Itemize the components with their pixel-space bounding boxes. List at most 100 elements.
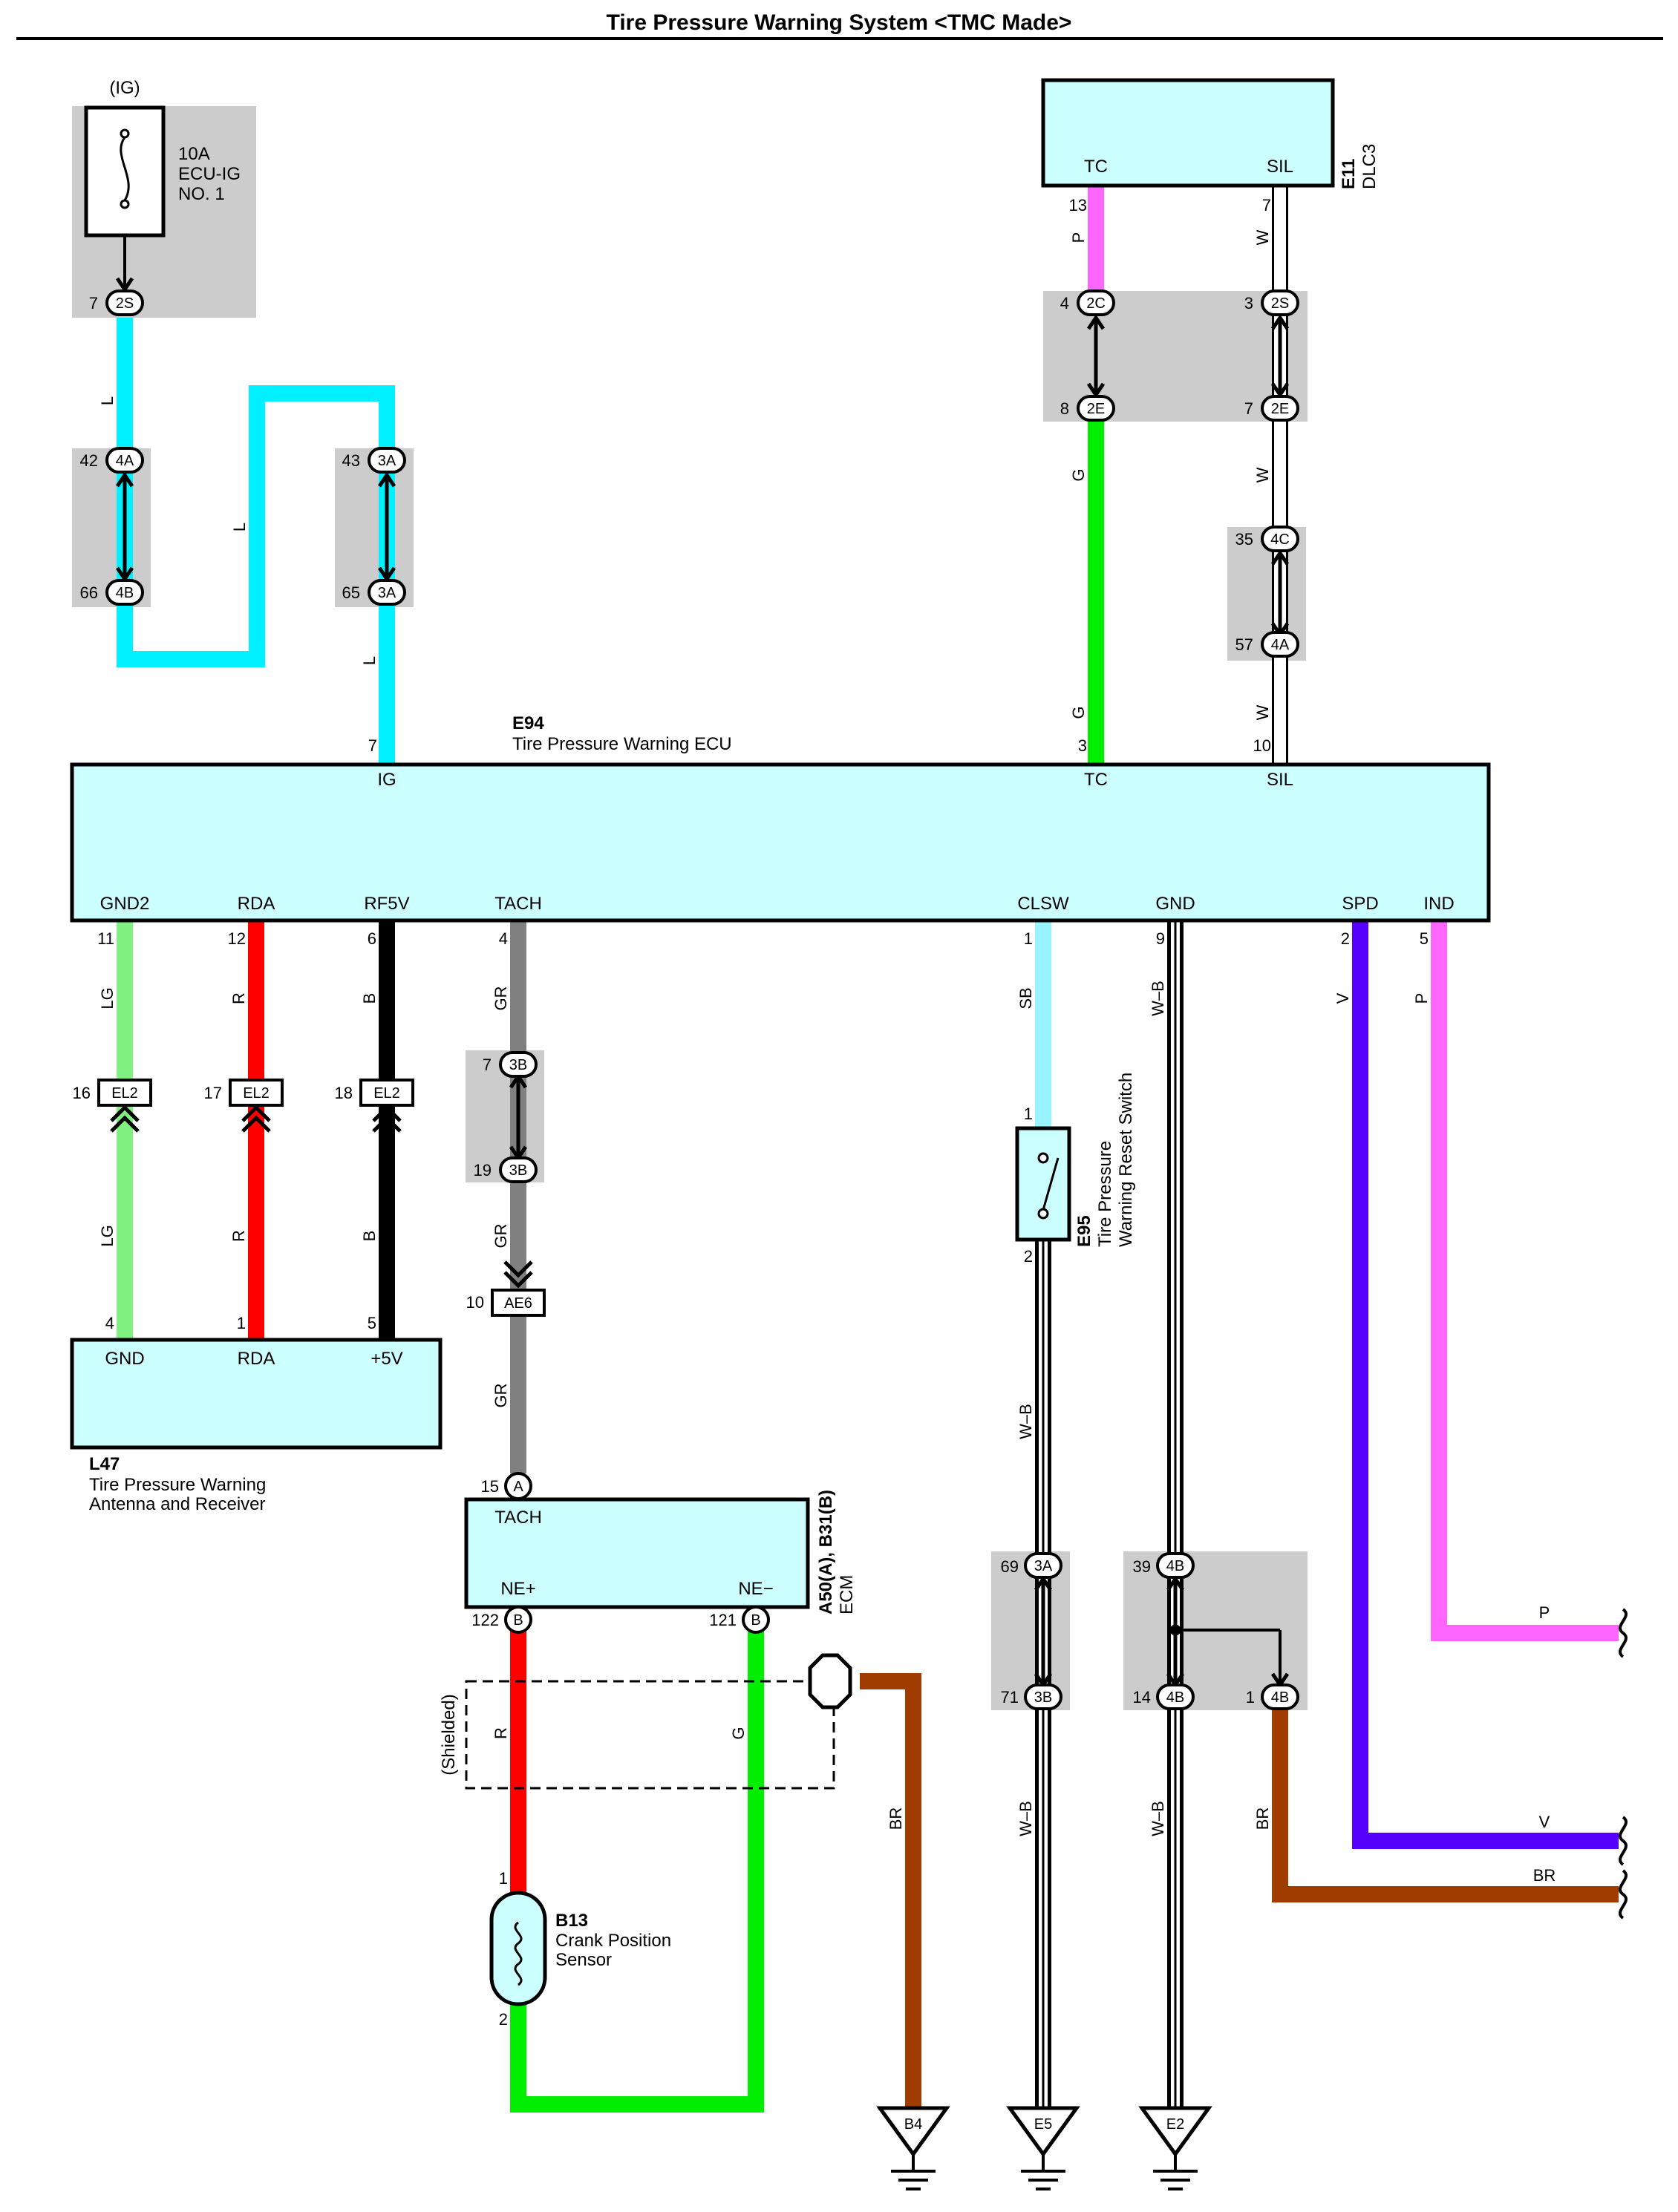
svg-text:P: P [1069, 232, 1088, 243]
svg-text:W–B: W–B [1016, 1404, 1035, 1439]
ecu-pin-gnd2: GND2 [100, 894, 150, 914]
svg-text:W–B: W–B [1149, 981, 1167, 1016]
svg-text:3A: 3A [1034, 1558, 1053, 1574]
svg-text:11: 11 [97, 929, 114, 948]
switch-name1: Tire Pressure [1095, 1141, 1115, 1247]
jc-3a-3a [335, 448, 414, 607]
receiver-pin-gnd: GND [105, 1349, 144, 1369]
svg-text:3B: 3B [1034, 1689, 1052, 1706]
fuse-rating: 10A [178, 144, 210, 164]
svg-text:4A: 4A [116, 453, 134, 469]
svg-text:7: 7 [1262, 196, 1271, 215]
svg-text:17: 17 [204, 1084, 222, 1102]
svg-text:1: 1 [237, 1314, 246, 1332]
svg-text:3B: 3B [509, 1057, 527, 1073]
fuse-name: ECU-IG [178, 164, 241, 184]
ecu: E94 Tire Pressure Warning ECU IG TC SIL … [70, 713, 1491, 923]
svg-text:3A: 3A [378, 453, 396, 469]
sensor-id: B13 [555, 1911, 588, 1931]
svg-text:10: 10 [466, 1293, 484, 1312]
receiver-name2: Antenna and Receiver [89, 1494, 266, 1514]
conn-4b-1: 4B [1261, 1683, 1299, 1710]
svg-text:4C: 4C [1270, 531, 1290, 548]
switch-id: E95 [1074, 1215, 1094, 1247]
svg-text:65: 65 [342, 583, 360, 602]
sensor-name1: Crank Position [555, 1931, 671, 1951]
ecu-pin-ig: IG [377, 770, 396, 790]
svg-text:A: A [513, 1479, 523, 1495]
conn-el2-16: EL2 [97, 1079, 152, 1107]
svg-text:L: L [360, 656, 379, 665]
switch-name2: Warning Reset Switch [1116, 1073, 1136, 1247]
conn-ae6-10: AE6 [491, 1289, 546, 1317]
svg-text:4B: 4B [1166, 1689, 1184, 1706]
svg-text:4: 4 [105, 1314, 114, 1332]
svg-text:7: 7 [483, 1056, 492, 1074]
svg-text:2S: 2S [116, 295, 134, 312]
svg-text:16: 16 [73, 1084, 91, 1102]
ecu-id: E94 [512, 713, 544, 733]
dlc-pin-tc: TC [1084, 157, 1108, 177]
ecu-pin-rda: RDA [238, 894, 275, 914]
svg-text:35: 35 [1235, 530, 1253, 549]
svg-text:1: 1 [1246, 1688, 1255, 1707]
svg-text:GR: GR [492, 986, 510, 1011]
conn-4c-35: 4C [1261, 526, 1299, 552]
svg-text:1: 1 [1024, 1105, 1033, 1123]
conn-3b-71: 3B [1024, 1683, 1062, 1710]
svg-text:3: 3 [1078, 736, 1087, 755]
ecu-pin-rf5v: RF5V [364, 894, 409, 914]
conn-2e-7: 2E [1261, 395, 1299, 422]
conn-b-121: B [742, 1606, 770, 1634]
svg-text:66: 66 [80, 583, 98, 602]
svg-text:2E: 2E [1271, 401, 1289, 417]
svg-text:L: L [98, 396, 117, 405]
junction-arrows [110, 277, 1290, 1689]
svg-text:4A: 4A [1271, 637, 1290, 653]
svg-text:E2: E2 [1166, 2116, 1184, 2133]
dlc-id: E11 [1339, 159, 1359, 189]
svg-text:3: 3 [1244, 294, 1253, 313]
reset-switch: E95 Tire Pressure Warning Reset Switch [1015, 1073, 1136, 1247]
conn-a-15: A [504, 1472, 532, 1500]
svg-text:G: G [1069, 468, 1088, 481]
conn-4b-66: 4B [105, 579, 144, 606]
ecu-pin-spd: SPD [1342, 894, 1378, 914]
svg-text:39: 39 [1133, 1557, 1151, 1576]
receiver-id: L47 [89, 1454, 120, 1474]
conn-4b-39: 4B [1156, 1552, 1195, 1579]
svg-text:15: 15 [481, 1477, 499, 1496]
ecu-pin-tc: TC [1084, 770, 1108, 790]
jc-3a-3b [991, 1551, 1070, 1710]
receiver: GND RDA +5V L47 Tire Pressure Warning An… [70, 1338, 443, 1514]
pin-numbers: 7 42 66 43 65 7 13 7 4 8 3 7 35 57 3 10 … [73, 196, 1429, 2029]
svg-text:1: 1 [499, 1869, 508, 1888]
jc-4a-4b [72, 448, 151, 607]
svg-text:7: 7 [1244, 399, 1253, 418]
svg-text:5: 5 [368, 1314, 376, 1332]
svg-text:G: G [1069, 706, 1088, 719]
wires [117, 186, 1619, 2113]
ecu-pin-gnd: GND [1155, 894, 1195, 914]
ecu-pin-sil: SIL [1267, 770, 1293, 790]
svg-text:7: 7 [89, 294, 98, 313]
wire-br-1 [1272, 1710, 1619, 1902]
svg-text:W: W [1253, 229, 1272, 245]
svg-text:1: 1 [1024, 929, 1033, 948]
conn-3a-69: 3A [1024, 1552, 1062, 1579]
conn-2s-3: 2S [1261, 289, 1299, 316]
svg-text:121: 121 [709, 1611, 737, 1629]
svg-text:10: 10 [1253, 736, 1271, 755]
svg-text:G: G [729, 1727, 748, 1739]
svg-text:2: 2 [499, 2010, 508, 2029]
svg-text:B: B [360, 1231, 379, 1242]
conn-3a-43: 3A [368, 447, 406, 474]
dlc-pin-sil: SIL [1267, 157, 1293, 177]
svg-text:P: P [1539, 1603, 1550, 1622]
diagram-title: Tire Pressure Warning System <TMC Made> [607, 10, 1072, 35]
svg-text:42: 42 [80, 451, 98, 470]
connector-ovals: 2S 4A 4B 3A 3A 2C 2E 2S 2E 4C 4A 3B 3B 3… [97, 289, 1299, 1710]
svg-text:L: L [230, 523, 249, 531]
dlc3-connector: TC SIL E11 DLC3 [1041, 78, 1380, 189]
ecu-pin-ind: IND [1423, 894, 1454, 914]
